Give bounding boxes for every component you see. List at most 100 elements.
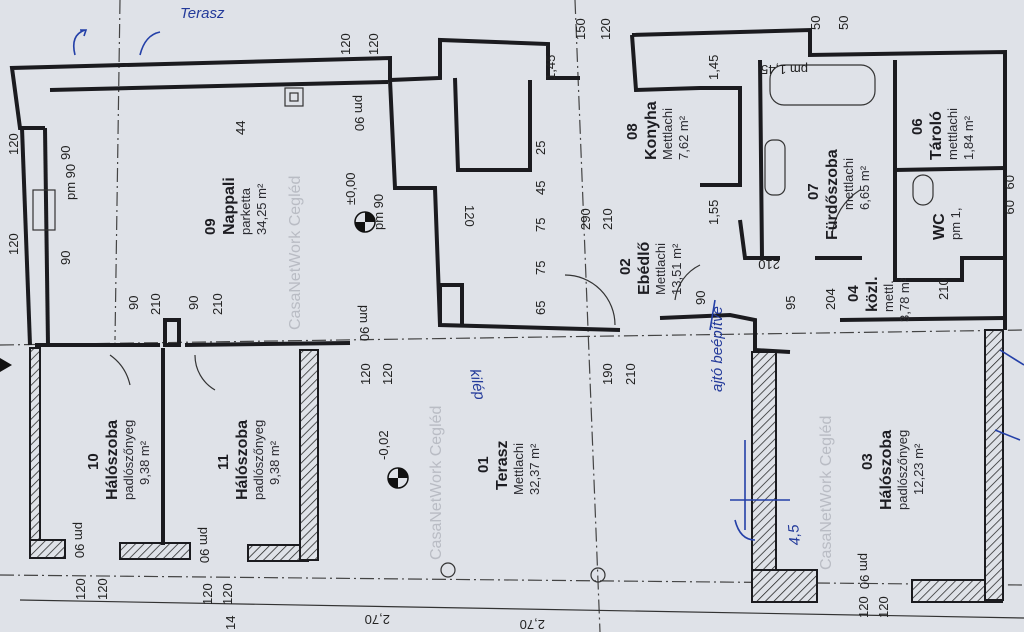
svg-text:pm 90: pm 90 (63, 164, 78, 200)
svg-text:06: 06 (909, 118, 926, 135)
room-08: 08 Konyha Mettlachi 7,62 m² (624, 101, 691, 160)
svg-text:120: 120 (338, 33, 353, 55)
svg-text:09: 09 (1002, 175, 1017, 189)
svg-text:Mettlachi: Mettlachi (653, 243, 668, 295)
svg-text:Terasz: Terasz (494, 440, 511, 490)
svg-text:3,78 m²: 3,78 m² (897, 277, 912, 322)
room-11: 11 Hálószoba padlószőnyeg 9,38 m² (215, 420, 282, 500)
svg-text:120: 120 (200, 583, 215, 605)
svg-text:120: 120 (366, 33, 381, 55)
svg-text:02: 02 (617, 258, 634, 275)
svg-text:120: 120 (220, 583, 235, 605)
svg-text:210: 210 (758, 257, 780, 272)
svg-text:09: 09 (1002, 200, 1017, 214)
svg-text:ajtó beépítve: ajtó beépítve (709, 306, 726, 392)
room-04: 04 közl. mettl. 3,78 m² (845, 276, 912, 322)
svg-text:Mettlachi: Mettlachi (511, 443, 526, 495)
svg-text:07: 07 (805, 183, 822, 200)
svg-text:95: 95 (783, 296, 798, 310)
svg-text:közl.: közl. (864, 276, 881, 312)
svg-text:mettlachi: mettlachi (945, 108, 960, 160)
svg-text:08: 08 (624, 123, 641, 140)
svg-text:90: 90 (693, 291, 708, 305)
svg-text:75: 75 (533, 218, 548, 232)
svg-text:50: 50 (808, 16, 823, 30)
svg-text:90: 90 (126, 296, 141, 310)
svg-text:120: 120 (856, 596, 871, 618)
svg-text:90: 90 (186, 296, 201, 310)
svg-text:120: 120 (6, 133, 21, 155)
watermark-text: CasaNetWork Cegléd (428, 406, 445, 560)
svg-text:1,45: 1,45 (543, 55, 558, 80)
svg-text:9,38 m²: 9,38 m² (137, 440, 152, 485)
svg-text:2,70: 2,70 (365, 612, 390, 627)
svg-text:04: 04 (845, 285, 862, 302)
svg-text:Konyha: Konyha (643, 101, 660, 160)
svg-text:290: 290 (578, 208, 593, 230)
svg-text:120: 120 (6, 233, 21, 255)
svg-text:210: 210 (936, 278, 951, 300)
section-marker-icon (0, 358, 12, 372)
level-terrace: -0,02 (376, 430, 391, 460)
room-03: 03 Hálószoba padlószőnyeg 12,23 m² (859, 430, 926, 510)
svg-text:Hálószoba: Hálószoba (104, 420, 121, 500)
svg-text:Hálószoba: Hálószoba (878, 430, 895, 510)
svg-text:padlószőnyeg: padlószőnyeg (895, 430, 910, 510)
svg-text:9,38 m²: 9,38 m² (267, 440, 282, 485)
svg-text:pm 1,: pm 1, (948, 207, 963, 240)
room-06: 06 Tároló mettlachi 1,84 m² (909, 108, 976, 160)
bathtub-icon (769, 64, 876, 106)
svg-text:1,45: 1,45 (706, 55, 721, 80)
svg-text:pm 90: pm 90 (857, 553, 872, 589)
svg-text:120: 120 (462, 205, 477, 227)
svg-text:Tároló: Tároló (928, 111, 945, 160)
svg-text:pm 90: pm 90 (352, 95, 367, 131)
watermark-text: CasaNetWork Cegléd (287, 176, 304, 330)
svg-text:120: 120 (73, 578, 88, 600)
svg-text:11: 11 (215, 454, 232, 470)
svg-text:25: 25 (533, 141, 548, 155)
room-01: 01 Terasz Mettlachi 32,37 m² (475, 440, 542, 495)
svg-text:padlószőnyeg: padlószőnyeg (121, 420, 136, 500)
svg-text:120: 120 (358, 363, 373, 385)
svg-text:90: 90 (58, 146, 73, 160)
svg-text:75: 75 (533, 261, 548, 275)
level-living: ±0,00 (343, 173, 358, 205)
handwritten-notes: Terasz kilép ajtó beépítve 4,5 (72, 5, 1024, 546)
svg-text:mettlachi: mettlachi (841, 158, 856, 210)
watermarks: CasaNetWork Cegléd CasaNetWork Cegléd Ca… (287, 176, 835, 570)
svg-text:120: 120 (95, 578, 110, 600)
svg-text:pm 1,45: pm 1,45 (761, 62, 808, 77)
level-marker-living: ±0,00 (343, 173, 376, 233)
svg-text:pm 90: pm 90 (371, 194, 386, 230)
watermark-text: CasaNetWork Cegléd (818, 416, 835, 570)
svg-text:10: 10 (85, 453, 102, 470)
sink-icon (764, 139, 786, 196)
svg-text:pm 90: pm 90 (197, 527, 212, 563)
svg-text:mettl.: mettl. (881, 280, 896, 312)
svg-text:4,5: 4,5 (785, 523, 804, 546)
svg-text:pm 90: pm 90 (357, 305, 372, 341)
level-marker-terrace: -0,02 (376, 430, 409, 489)
room-10: 10 Hálószoba padlószőnyeg 9,38 m² (85, 420, 152, 500)
room-07: 07 Fürdőszoba mettlachi 6,65 m² (805, 149, 872, 240)
svg-text:2,70: 2,70 (520, 617, 545, 632)
svg-text:14: 14 (223, 616, 238, 630)
svg-text:90: 90 (58, 251, 73, 265)
svg-text:03: 03 (859, 453, 876, 470)
svg-text:50: 50 (836, 16, 851, 30)
handwritten-terasz: Terasz (180, 5, 225, 22)
room-wc: WC pm 1, (931, 207, 963, 240)
dimensions: 120 120 120 150 50 50 1,45 1,45 1,55 25 … (6, 16, 1017, 632)
svg-text:150: 150 (573, 18, 588, 40)
svg-text:120: 120 (598, 18, 613, 40)
fixtures (109, 64, 934, 583)
svg-text:190: 190 (600, 363, 615, 385)
svg-text:12,23 m²: 12,23 m² (911, 443, 926, 495)
hatched-walls (29, 329, 1004, 603)
svg-text:13,51 m²: 13,51 m² (669, 243, 684, 295)
svg-text:1,55: 1,55 (706, 200, 721, 225)
svg-text:Hálószoba: Hálószoba (234, 420, 251, 500)
